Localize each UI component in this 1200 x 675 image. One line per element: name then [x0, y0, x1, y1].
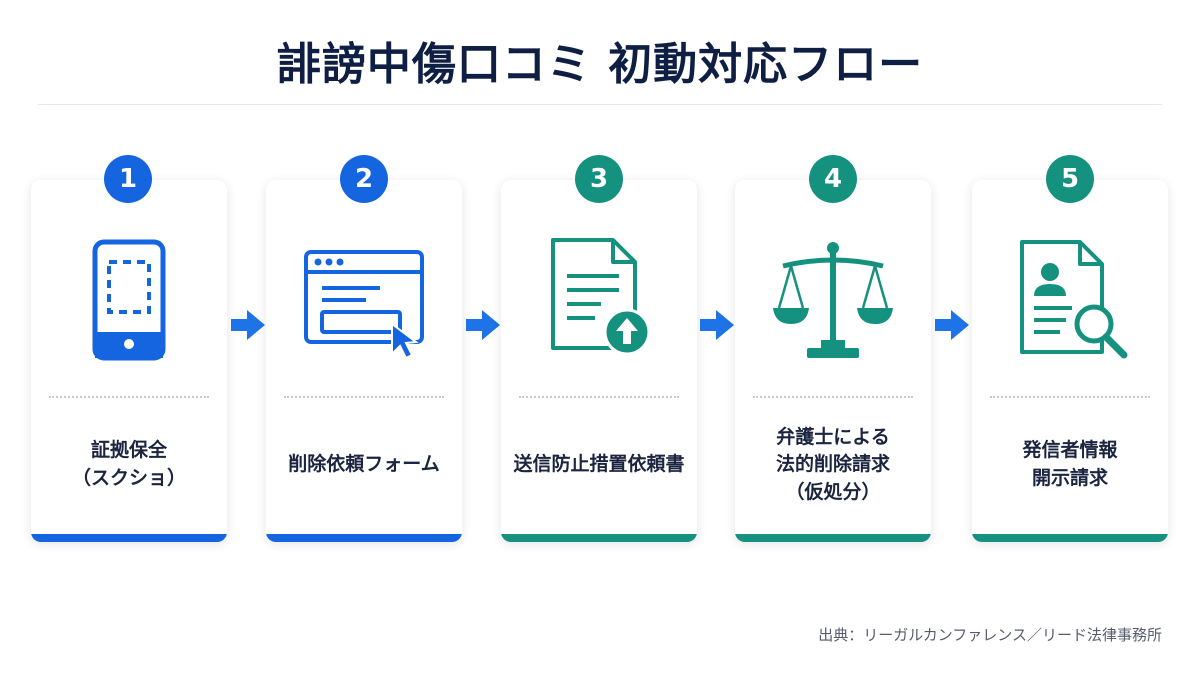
document-upload-icon — [551, 238, 651, 356]
title-divider — [38, 104, 1162, 105]
step-5-label-line-1: 発信者情報 — [1022, 439, 1118, 462]
page-title: 誹謗中傷口コミ 初動対応フロー — [276, 39, 924, 90]
step-1-divider — [49, 396, 209, 398]
step-4-label-line-2: 法的削除請求 — [775, 453, 890, 476]
step-1-label-line-1: 証拠保全 — [90, 439, 167, 462]
source-credit: 出典：リーガルカンファレンス／リード法律事務所 — [818, 626, 1162, 644]
step-3-label: 送信防止措置依頼書 — [509, 410, 689, 520]
step-1-badge: 1 — [104, 155, 152, 203]
step-1-accent-bar — [31, 534, 227, 542]
step-1-card: 証拠保全 （スクショ） — [31, 180, 227, 542]
step-4-label-line-1: 弁護士による — [776, 425, 890, 448]
step-4-badge: 4 — [809, 155, 857, 203]
step-3-accent-bar — [501, 534, 697, 542]
arrow-right-icon — [935, 310, 969, 340]
step-2-label-line-1: 削除依頼フォーム — [288, 453, 440, 476]
step-5-badge: 5 — [1046, 155, 1094, 203]
step-4-divider — [753, 396, 913, 398]
step-4-label-line-3: （仮処分） — [785, 480, 881, 503]
step-4-label: 弁護士による 法的削除請求 （仮処分） — [743, 410, 923, 520]
arrow-right-icon — [466, 310, 500, 340]
scales-of-justice-icon — [773, 242, 893, 358]
step-3-divider — [519, 396, 679, 398]
step-2-accent-bar — [266, 534, 462, 542]
step-1-label: 証拠保全 （スクショ） — [39, 410, 219, 520]
arrow-right-icon — [231, 310, 265, 340]
smartphone-screenshot-icon — [92, 239, 166, 361]
step-5-label-line-2: 開示請求 — [1031, 467, 1108, 489]
step-5-card: 発信者情報 開示請求 — [972, 180, 1168, 542]
step-4-accent-bar — [735, 534, 931, 542]
arrow-right-icon — [700, 310, 734, 340]
step-2-label: 削除依頼フォーム — [274, 410, 454, 520]
step-4-card: 弁護士による 法的削除請求 （仮処分） — [735, 180, 931, 542]
step-3-label-line-1: 送信防止措置依頼書 — [513, 453, 685, 476]
step-5-accent-bar — [972, 534, 1168, 542]
step-3-card: 送信防止措置依頼書 — [501, 180, 697, 542]
step-2-divider — [284, 396, 444, 398]
step-2-badge: 2 — [340, 155, 388, 203]
step-1-label-line-2: （スクショ） — [71, 467, 186, 489]
browser-form-icon — [304, 250, 424, 360]
step-3-badge: 3 — [575, 155, 623, 203]
step-5-label: 発信者情報 開示請求 — [980, 410, 1160, 520]
step-2-card: 削除依頼フォーム — [266, 180, 462, 542]
step-5-divider — [990, 396, 1150, 398]
profile-document-search-icon — [1020, 240, 1128, 359]
